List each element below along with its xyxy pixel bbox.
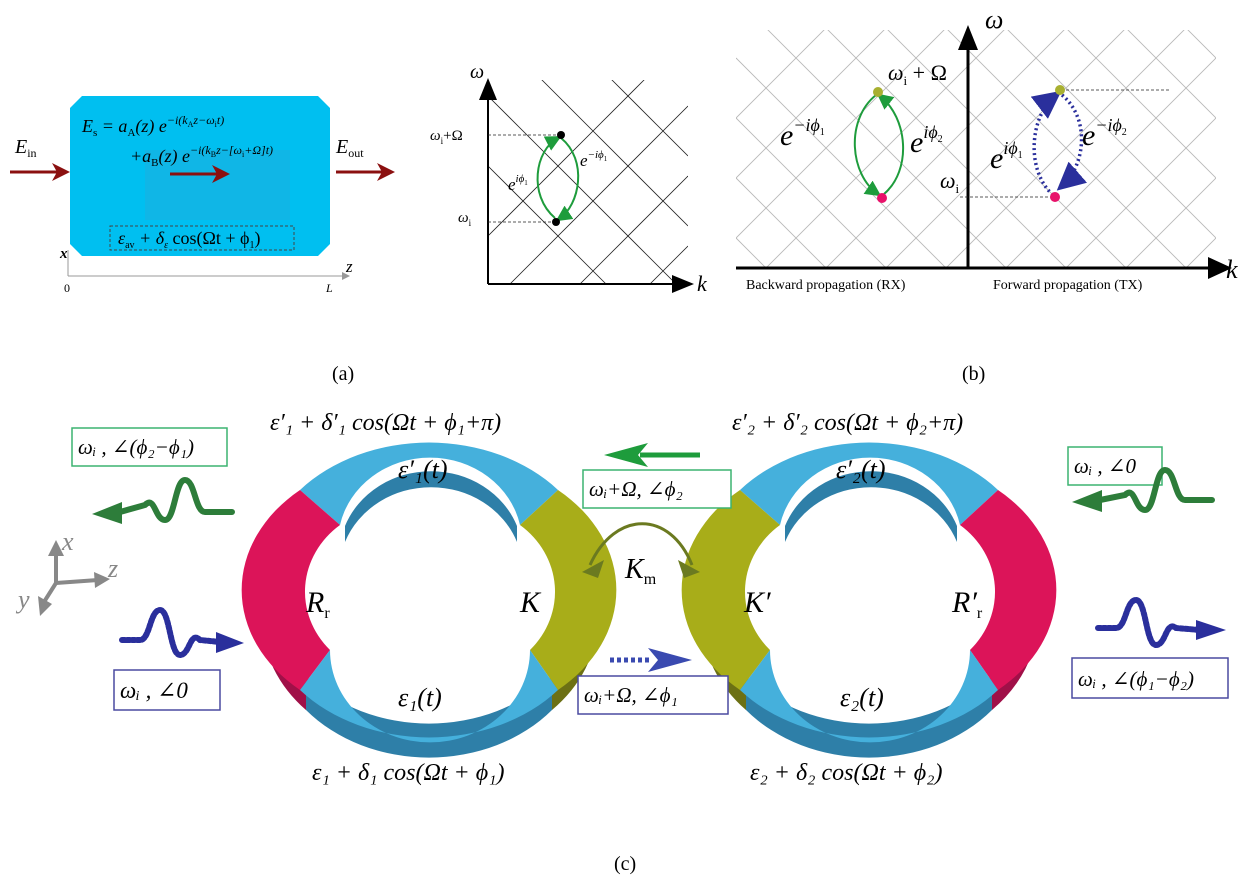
- xyz-axes: [38, 540, 110, 616]
- b1-w-bot-label: ωi: [458, 210, 472, 228]
- top-left-formula: ε′₁ + δ′₁ cos(Ωt + ϕ₁+π): [270, 410, 501, 436]
- c-axis-z-label: z: [107, 554, 118, 583]
- box-blue-mid-text: ωᵢ+Ω, ∠ϕ₁: [584, 683, 678, 707]
- coupling-arc: [588, 522, 694, 566]
- b2-forward-lower-state: [1050, 192, 1060, 202]
- ring-right-resonator-segment: [960, 490, 1057, 690]
- ring-right: [681, 442, 1057, 758]
- a-axis-x-label: x: [59, 246, 68, 262]
- ring-left-bottom-segment: [300, 650, 558, 743]
- b2-backward-arrow-up: [876, 93, 904, 195]
- waveguide-inner: [145, 150, 290, 220]
- c-axis-x-label: x: [61, 527, 74, 556]
- b1-k-label: k: [697, 271, 708, 296]
- top-right-formula: ε′₂ + δ′₂ cos(Ωt + ϕ₂+π): [732, 410, 963, 436]
- b2-k-label: k: [1226, 255, 1238, 284]
- forward-propagation-label: Forward propagation (TX): [993, 278, 1143, 293]
- ring-right-top-segment: [740, 442, 998, 525]
- output-arrow: [336, 163, 395, 181]
- b1-upper-state: [557, 131, 565, 139]
- inner-arrow: [170, 165, 230, 183]
- dispersion-grid: [488, 80, 688, 285]
- wave-green-left: [92, 476, 235, 524]
- r-left-label: Rr: [305, 586, 330, 622]
- wave-blue-left: [119, 606, 244, 659]
- panel-b-right-diagram: ω k ωi + Ω ωi e−iϕ1 eiϕ2 eiϕ1 e−iϕ2 Back…: [736, 5, 1238, 385]
- ring-right-bottom-label: ε₂(t): [840, 683, 884, 712]
- input-arrow: [10, 163, 70, 181]
- b1-exp-right: e−iϕ1: [580, 149, 608, 170]
- box-green-left: [71, 427, 228, 467]
- r-right-label: R′r: [951, 586, 983, 622]
- b2-exp-a: e−iϕ1: [780, 115, 825, 152]
- backward-propagation-label: Backward propagation (RX): [746, 278, 906, 293]
- es-equation-line1: Es = aA(z) e−i(kAz−ωit): [81, 113, 224, 139]
- ring-right-top-label: ε′₂(t): [836, 455, 886, 484]
- caption-b: (b): [962, 363, 985, 385]
- b2-forward-arrow-up: [1030, 90, 1062, 197]
- box-blue-mid: [577, 675, 729, 715]
- panel-c: ε′₁ + δ′₁ cos(Ωt + ϕ₁+π) ε′₂ + δ′₂ cos(Ω…: [15, 410, 1229, 875]
- b1-lower-state: [552, 218, 560, 226]
- b1-arrow-up: [536, 136, 562, 219]
- k-left-label: K: [519, 586, 542, 619]
- c-axis-y-label: y: [15, 585, 30, 614]
- ring-right-bottom-segment: [740, 650, 998, 743]
- ring-left-resonator-segment: [241, 490, 340, 690]
- green-arrow-mid: [604, 443, 700, 467]
- permittivity-box: [109, 225, 295, 251]
- b2-exp-b: eiϕ2: [910, 122, 943, 159]
- b2-omega-label: ω: [985, 5, 1003, 34]
- ring-right-coupler-segment: [681, 490, 780, 690]
- box-green-mid: [582, 469, 732, 509]
- b1-w-top-label: ωi+Ω: [430, 128, 463, 146]
- e-out-label: Eout: [335, 136, 364, 160]
- es-equation-line2: +aB(z) e−i(kBz−[ωi+Ω]t): [130, 143, 273, 169]
- panel-b-left-diagram: ω k ωi+Ω ωi eiϕ1 e−iϕ1: [430, 61, 708, 296]
- permittivity-label: εav + δε cos(Ωt + ϕ1): [118, 228, 261, 251]
- b2-exp-c: eiϕ1: [990, 138, 1023, 175]
- k-m-label: Km: [624, 554, 657, 588]
- b2-backward-lower-state: [877, 193, 887, 203]
- navy-arrow-mid: [610, 648, 692, 672]
- box-blue-right-text: ωᵢ , ∠(ϕ₁−ϕ₂): [1078, 667, 1194, 691]
- b1-omega-label: ω: [470, 61, 484, 83]
- a-length-label: L: [325, 281, 333, 295]
- b2-forward-arrow-down: [1056, 93, 1088, 191]
- b2-w-bot-label: ωi: [940, 168, 960, 196]
- caption-a: (a): [332, 363, 354, 385]
- b2-forward-upper-state: [1055, 85, 1065, 95]
- e-in-label: Ein: [14, 136, 37, 160]
- box-green-right-text: ωᵢ , ∠0: [1074, 454, 1136, 478]
- wave-green-right: [1072, 466, 1215, 514]
- box-green-left-text: ωᵢ , ∠(ϕ₂−ϕ₁): [78, 435, 194, 459]
- a-origin-label: 0: [64, 281, 70, 295]
- box-green-right: [1067, 446, 1163, 486]
- b2-backward-upper-state: [873, 87, 883, 97]
- b2-exp-d: e−iϕ2: [1082, 115, 1127, 152]
- panel-a: Ein Eout Es = aA(z) e−i(kAz−ωit) +aB(z) …: [10, 96, 395, 385]
- a-axis-z-label: z: [345, 257, 353, 276]
- ring-left-top-segment: [300, 442, 558, 525]
- b2-backward-arrow-down: [853, 94, 882, 197]
- b2-w-top-label: ωi + Ω: [888, 60, 947, 88]
- ring-left-bottom-label: ε₁(t): [398, 683, 442, 712]
- b1-arrow-down: [555, 137, 580, 222]
- caption-c: (c): [614, 853, 636, 875]
- dispersion-grid-large: [736, 30, 1216, 268]
- box-blue-left-text: ωᵢ , ∠0: [120, 678, 188, 703]
- bottom-right-formula: ε₂ + δ₂ cos(Ωt + ϕ₂): [750, 760, 942, 786]
- bottom-left-formula: ε₁ + δ₁ cos(Ωt + ϕ₁): [312, 760, 504, 786]
- box-green-mid-text: ωᵢ+Ω, ∠ϕ₂: [589, 477, 683, 501]
- k-right-label: K′: [743, 586, 771, 619]
- wave-blue-right: [1095, 596, 1226, 649]
- ring-left-top-label: ε′₁(t): [398, 455, 448, 484]
- box-blue-right: [1071, 657, 1229, 699]
- ring-left: [241, 442, 617, 758]
- b1-exp-left: eiϕ1: [508, 173, 528, 194]
- ring-left-coupler-segment: [520, 490, 617, 690]
- box-blue-left: [113, 669, 221, 711]
